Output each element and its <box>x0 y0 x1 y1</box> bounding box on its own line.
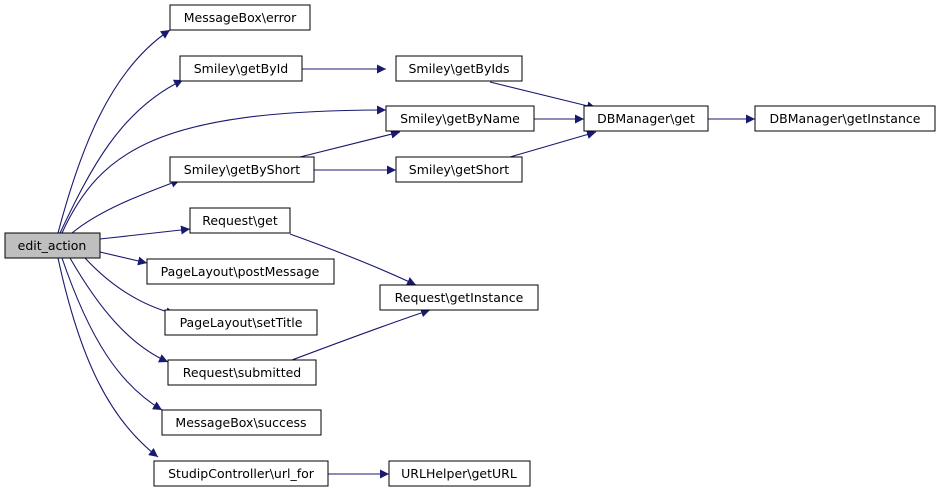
edge-edit-action-to-request-submitted <box>69 257 169 363</box>
node-pagelayout-settitle[interactable]: PageLayout\setTitle <box>164 309 318 336</box>
node-smiley-getbyid[interactable]: Smiley\getById <box>179 55 303 82</box>
node-request-get-label: Request\get <box>202 213 278 228</box>
node-smiley-getbyname-label: Smiley\getByName <box>400 111 520 126</box>
node-smiley-getshort-label: Smiley\getShort <box>409 162 510 177</box>
edge-edit-action-to-studipcontroller-url-for <box>57 257 159 458</box>
node-request-get[interactable]: Request\get <box>189 207 291 234</box>
node-urlhelper-geturl-label: URLHelper\getURL <box>401 466 517 481</box>
edge-request-submitted-to-request-getinstance <box>291 308 431 361</box>
edge-edit-action-to-smiley-getbyshort <box>71 178 181 234</box>
node-smiley-getshort[interactable]: Smiley\getShort <box>395 156 523 183</box>
node-request-getinstance[interactable]: Request\getInstance <box>379 284 539 311</box>
edge-smiley-getbyshort-to-smiley-getbyname <box>299 129 401 158</box>
node-smiley-getbyshort-label: Smiley\getByShort <box>184 162 300 177</box>
edge-edit-action-to-request-get <box>99 225 191 240</box>
node-request-submitted[interactable]: Request\submitted <box>167 359 317 386</box>
node-messagebox-error[interactable]: MessageBox\error <box>169 4 311 31</box>
node-smiley-getbyshort[interactable]: Smiley\getByShort <box>169 156 315 183</box>
edge-edit-action-to-smiley-getbyname <box>61 105 387 234</box>
node-smiley-getbyname[interactable]: Smiley\getByName <box>385 105 535 132</box>
node-dbmanager-get-label: DBManager\get <box>597 111 695 126</box>
node-request-submitted-label: Request\submitted <box>183 365 301 380</box>
node-request-getinstance-label: Request\getInstance <box>395 290 524 305</box>
node-studipcontroller-url-for[interactable]: StudipController\url_for <box>153 460 329 487</box>
edge-edit-action-to-pagelayout-settitle <box>84 257 176 317</box>
node-messagebox-success[interactable]: MessageBox\success <box>161 409 322 436</box>
edge-edit-action-to-messagebox-success <box>61 257 163 411</box>
node-dbmanager-getinstance[interactable]: DBManager\getInstance <box>754 105 936 132</box>
node-urlhelper-geturl[interactable]: URLHelper\getURL <box>388 460 531 487</box>
node-dbmanager-get[interactable]: DBManager\get <box>583 105 709 132</box>
node-studipcontroller-url-for-label: StudipController\url_for <box>168 466 315 481</box>
edge-edit-action-to-pagelayout-postmessage <box>99 251 148 266</box>
node-smiley-getbyid-label: Smiley\getById <box>194 61 288 76</box>
edge-request-get-to-request-getinstance <box>289 233 417 286</box>
edge-edit-action-to-messagebox-error <box>57 29 171 234</box>
node-edit-action[interactable]: edit_action <box>4 232 101 259</box>
node-pagelayout-postmessage-label: PageLayout\postMessage <box>161 264 320 279</box>
edge-smiley-getbyids-to-dbmanager-get <box>489 81 597 111</box>
node-pagelayout-postmessage[interactable]: PageLayout\postMessage <box>146 258 335 285</box>
node-dbmanager-getinstance-label: DBManager\getInstance <box>770 111 921 126</box>
node-messagebox-error-label: MessageBox\error <box>184 10 297 25</box>
edges <box>57 29 755 479</box>
edge-smiley-getshort-to-dbmanager-get <box>509 130 597 158</box>
node-edit-action-label: edit_action <box>18 238 87 253</box>
node-smiley-getbyids-label: Smiley\getByIds <box>409 61 510 76</box>
node-messagebox-success-label: MessageBox\success <box>175 415 306 430</box>
node-smiley-getbyids[interactable]: Smiley\getByIds <box>395 55 523 82</box>
edge-edit-action-to-smiley-getbyid <box>59 79 184 234</box>
node-pagelayout-settitle-label: PageLayout\setTitle <box>180 315 303 330</box>
